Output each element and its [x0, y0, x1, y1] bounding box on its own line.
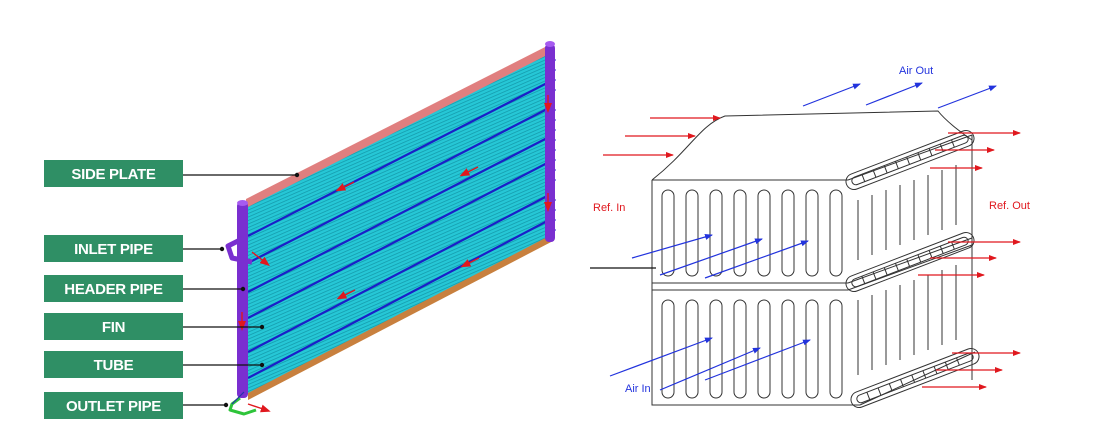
air-in-arrow [659, 238, 763, 276]
side-plate-bottom [248, 234, 553, 400]
inlet-pipe-shape [225, 235, 253, 265]
tube-line [247, 105, 554, 264]
red-arrow [459, 166, 479, 177]
label-side-plate-text: SIDE PLATE [71, 166, 156, 183]
red-arrow [460, 257, 480, 268]
label-side-plate: SIDE PLATE [44, 160, 183, 187]
tube-line [247, 79, 554, 237]
tube-line [247, 192, 554, 353]
tubes [247, 79, 554, 379]
red-arrow [335, 181, 355, 192]
label-header-pipe: HEADER PIPE [44, 275, 183, 302]
air-in-label: Air In [625, 383, 651, 395]
red-arrow [247, 403, 271, 413]
label-fin-text: FIN [102, 319, 125, 336]
ref-out-label: Ref. Out [989, 200, 1030, 212]
flat-tube-middle [845, 231, 975, 293]
ref-in-label: Ref. In [593, 202, 625, 214]
air-in-arrow [609, 337, 713, 377]
air-out-label: Air Out [899, 65, 933, 77]
label-tube: TUBE [44, 351, 183, 378]
red-arrow [251, 251, 270, 267]
side-plate-top [246, 43, 553, 208]
refrigerant-arrows [603, 115, 1021, 390]
red-arrow [336, 289, 356, 300]
air-in-arrow [704, 240, 809, 279]
lower-fin-slots [661, 299, 843, 399]
side-fin-lines [857, 165, 957, 375]
refrigerant-direction-arrows [238, 95, 552, 413]
top-surface [651, 110, 973, 181]
label-header-pipe-text: HEADER PIPE [64, 281, 163, 298]
label-outlet-pipe-text: OUTLET PIPE [66, 398, 161, 415]
condenser-3d-view: SIDE PLATE INLET PIPE HEADER PIPE FIN TU… [44, 41, 556, 419]
right-header-pipe [545, 41, 555, 242]
air-in-arrow [659, 347, 761, 391]
label-inlet-pipe: INLET PIPE [44, 235, 183, 262]
left-header-pipe [237, 200, 248, 398]
air-out-arrow [865, 82, 923, 106]
air-out-arrow [937, 85, 997, 109]
tube-line [247, 159, 554, 319]
label-outlet-pipe: OUTLET PIPE [44, 392, 183, 419]
label-inlet-pipe-text: INLET PIPE [74, 241, 153, 258]
fin-core [248, 48, 553, 397]
label-fin: FIN [44, 313, 183, 340]
outlet-pipe-axis [231, 391, 245, 405]
label-tube-text: TUBE [94, 357, 134, 374]
flat-tube-lower [850, 347, 980, 409]
air-out-arrow [802, 83, 861, 107]
air-in-arrow [631, 234, 713, 259]
tube-line [247, 217, 554, 379]
air-arrows [609, 82, 997, 391]
upper-fin-slots [661, 189, 843, 277]
airflow-schematic [590, 110, 980, 409]
air-in-arrow [704, 339, 811, 381]
leader-lines [183, 172, 300, 408]
front-face-outline [651, 180, 860, 406]
tube-line [247, 134, 554, 293]
flat-tube-upper [845, 129, 975, 191]
